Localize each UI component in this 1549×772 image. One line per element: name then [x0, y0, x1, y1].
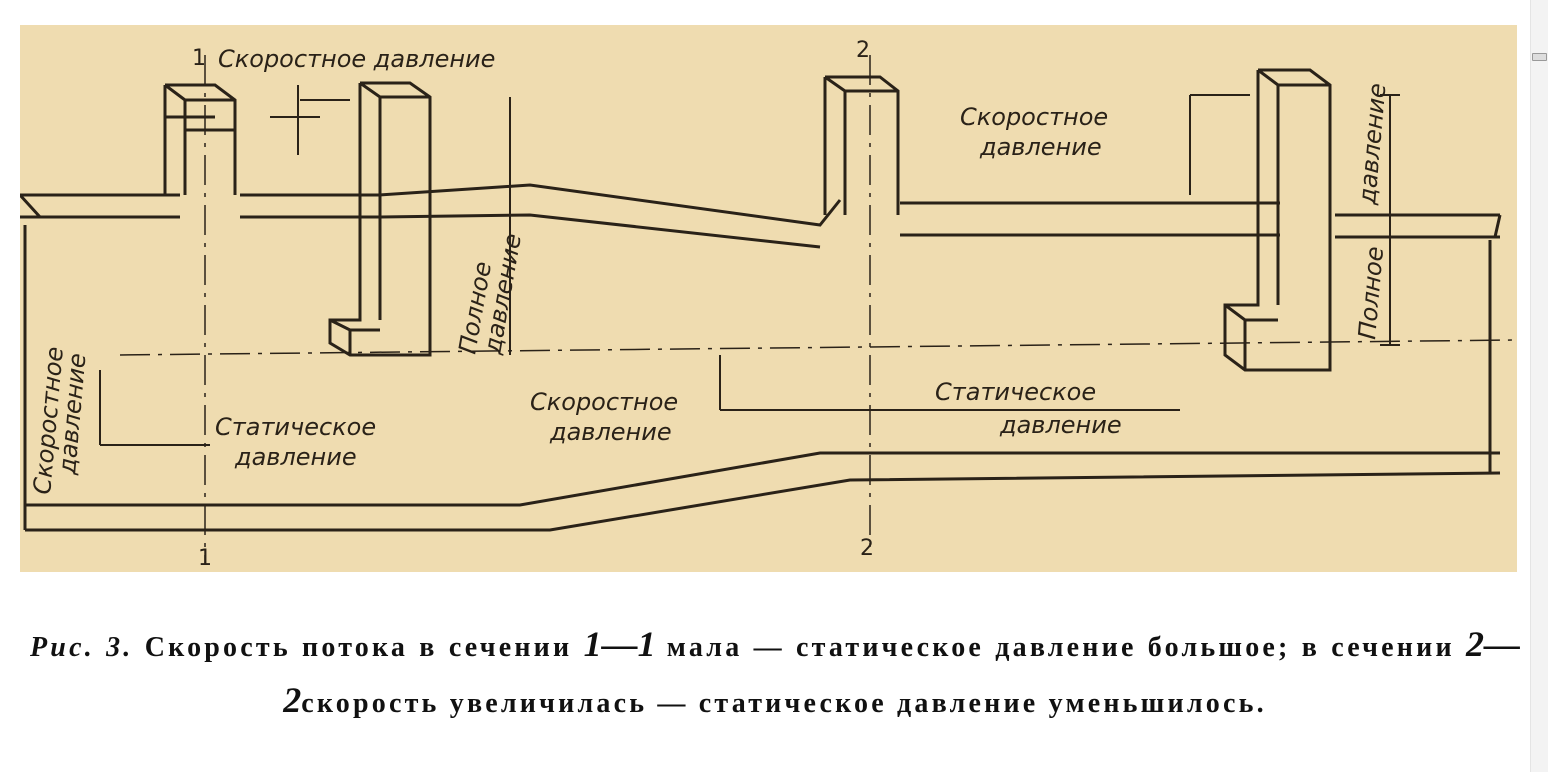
velocity-pressure-label-2b: давление	[979, 133, 1102, 161]
static-pressure-label-1a: Статическое	[215, 413, 376, 441]
caption-text-2: сечении	[448, 632, 573, 663]
caption-text-4: скорость увеличилась — статическое давле…	[301, 688, 1267, 719]
caption-text-3: мала — статическое давление большое; в с…	[666, 632, 1455, 663]
section-2-ref: 2—2	[283, 624, 1520, 720]
section-2-bottom-label: 2	[860, 536, 874, 561]
section-1-bottom-label: 1	[198, 546, 212, 571]
static-pressure-label-1b: давление	[234, 443, 357, 471]
scrollbar-thumb[interactable]	[1532, 53, 1547, 61]
static-pressure-label-2b: давление	[999, 411, 1122, 439]
section-1-ref: 1—1	[583, 624, 656, 664]
figure-caption: Рис. 3. Скорость потока в сечении 1—1 ма…	[30, 618, 1520, 730]
section-2-top-label: 2	[856, 38, 870, 63]
vertical-scrollbar[interactable]	[1530, 0, 1548, 772]
section-1-top-label: 1	[192, 46, 206, 71]
velocity-mid-label-a: Скоростное	[530, 388, 678, 416]
caption-text-1: Скорость потока в	[144, 632, 438, 663]
pipe-flow-figure: 1 1 2 2 Скоростное давление Скоростное д…	[20, 25, 1517, 572]
velocity-pressure-label-1: Скоростное давление	[218, 45, 495, 73]
velocity-pressure-label-2a: Скоростное	[960, 103, 1108, 131]
full-pressure-label-2b: давление	[1353, 82, 1392, 207]
full-pressure-label-2a: Полное	[1353, 245, 1389, 340]
pipe-diagram: 1 1 2 2 Скоростное давление Скоростное д…	[20, 38, 1517, 571]
figure-number: Рис. 3.	[30, 632, 134, 663]
velocity-mid-label-b: давление	[549, 418, 672, 446]
static-pressure-label-2a: Статическое	[935, 378, 1096, 406]
